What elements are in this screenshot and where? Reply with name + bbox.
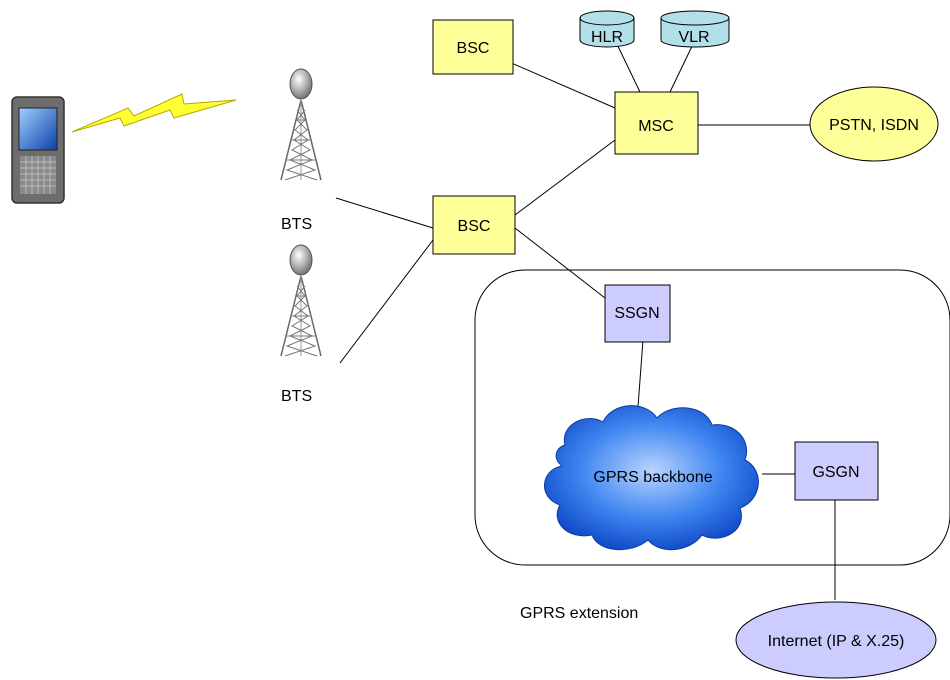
gprs-backbone-label: GPRS backbone	[593, 469, 712, 486]
gprs-extension-label: GPRS extension	[520, 605, 638, 622]
internet-node	[735, 601, 937, 679]
bsc-mid-label: BSC	[458, 218, 491, 235]
bsc-top-node	[432, 19, 514, 75]
bts-bottom-label: BTS	[281, 388, 312, 405]
hlr-label: HLR	[591, 29, 623, 46]
lightning-signal-icon	[71, 93, 237, 133]
vlr-label: VLR	[678, 29, 709, 46]
bsc-top-label: BSC	[457, 40, 490, 57]
msc-node	[614, 91, 699, 155]
internet-label: Internet (IP & X.25)	[768, 633, 905, 650]
bts-top-label: BTS	[281, 216, 312, 233]
hlr-database	[579, 10, 635, 48]
mobile-phone-icon	[11, 96, 65, 204]
vlr-database	[660, 10, 730, 48]
ssgn-label: SSGN	[614, 305, 659, 322]
connections	[335, 39, 836, 600]
msc-label: MSC	[638, 118, 674, 135]
radio-tower-icon	[280, 68, 322, 181]
gprs-extension-region	[474, 269, 950, 566]
pstn-isdn-node	[809, 86, 939, 162]
pstn-isdn-label: PSTN, ISDN	[829, 117, 919, 134]
radio-tower-icon	[280, 244, 322, 357]
gsgn-label: GSGN	[812, 464, 859, 481]
gsgn-node	[794, 441, 879, 501]
ssgn-node	[604, 284, 671, 343]
bsc-mid-node	[432, 195, 516, 255]
cloud-icon	[544, 405, 759, 551]
